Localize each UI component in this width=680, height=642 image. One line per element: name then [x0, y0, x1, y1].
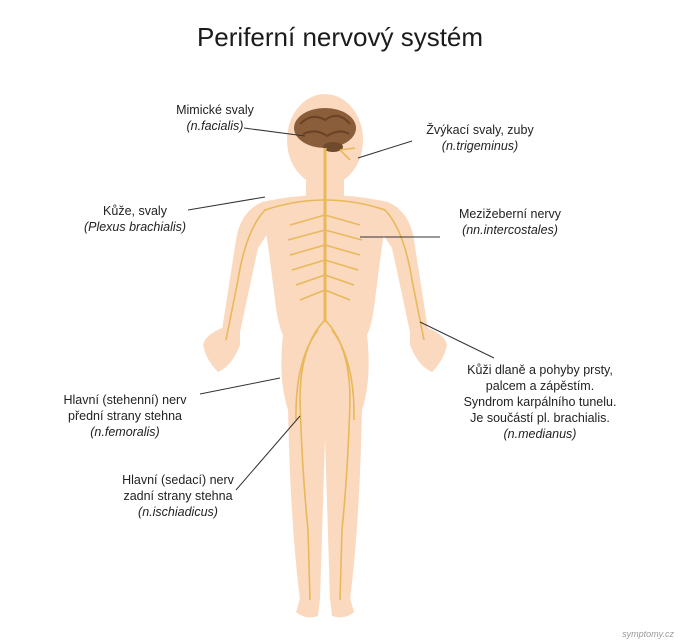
leader-lines: [187, 127, 495, 491]
label-intercostales: Mezižeberní nervy (nn.intercostales): [458, 207, 562, 237]
leader-medianus: [419, 321, 495, 359]
label-brachialis: Kůže, svaly (Plexus brachialis): [83, 204, 187, 234]
label-ischiadicus: Hlavní (sedací) nerv zadní strany stehna…: [122, 473, 234, 519]
leader-trigeminus: [357, 140, 413, 159]
diagram-title: Periferní nervový systém: [196, 22, 484, 52]
leader-femoralis: [199, 377, 281, 395]
brain: [294, 108, 356, 152]
label-medianus: Kůži dlaně a pohyby prsty, palcem a zápě…: [463, 363, 617, 441]
watermark: symptomy.cz: [622, 629, 674, 639]
label-femoralis: Hlavní (stehenní) nerv přední strany ste…: [63, 393, 187, 439]
label-trigeminus: Žvýkací svaly, zuby (n.trigeminus): [426, 123, 534, 153]
nerve-network: [225, 147, 425, 601]
leader-brachialis: [187, 196, 266, 211]
label-facialis: Mimické svaly (n.facialis): [176, 103, 254, 133]
leader-facialis: [243, 127, 306, 137]
leader-ischiadicus: [235, 415, 301, 491]
